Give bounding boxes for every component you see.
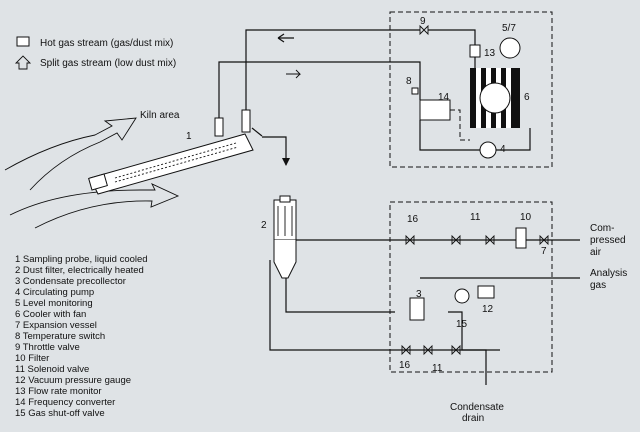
compressed-air-label-2: pressed: [590, 235, 626, 246]
filter-outlet-line: [285, 278, 395, 313]
solenoid-valve-top-2-icon: [485, 234, 495, 246]
lower-gas-flow-arrow-icon: [9, 183, 180, 229]
callout-2: 2: [261, 220, 267, 231]
callout-6: 6: [524, 92, 530, 103]
callout-3: 3: [416, 289, 422, 300]
callout-11-top: 11: [470, 212, 481, 223]
callout-5-7: 5/7: [502, 23, 516, 34]
hot-gas-legend-label: Hot gas stream (gas/dust mix): [40, 38, 173, 49]
return-flow-arrow-icon: [277, 33, 294, 43]
dust-filter: [273, 195, 297, 279]
component-4: 4 Circulating pump: [15, 287, 94, 298]
level-monitor: [499, 37, 521, 59]
callout-16-top: 16: [407, 214, 419, 225]
component-15: 15 Gas shut-off valve: [15, 408, 105, 419]
callout-9: 9: [420, 16, 426, 27]
vacuum-gauge: [454, 288, 470, 304]
lower-cabinet: [389, 201, 553, 373]
callout-11-bottom: 11: [432, 363, 443, 374]
kiln-area-label: Kiln area: [140, 110, 180, 121]
compressed-air-label-3: air: [590, 247, 602, 258]
condensate-drain-label-2: drain: [462, 413, 484, 424]
sampling-probe: [88, 109, 263, 195]
split-flow-arrow-icon: [286, 69, 302, 79]
component-7: 7 Expansion vessel: [15, 320, 97, 331]
temperature-switch: [411, 87, 419, 95]
callout-16-bottom: 16: [399, 360, 411, 371]
component-10: 10 Filter: [15, 353, 49, 364]
analysis-gas-label-1: Analysis: [590, 268, 627, 279]
valve-7-icon: [539, 234, 549, 246]
component-list: 1 Sampling probe, liquid cooled 2 Dust f…: [15, 254, 148, 419]
callout-15: 15: [456, 319, 468, 330]
return-line: [245, 29, 395, 110]
hot-gas-legend-swatch: [16, 36, 30, 47]
pressure-gauge-display: [477, 285, 495, 299]
throttle-valve-icon: [419, 24, 429, 36]
filter-drain-line: [269, 260, 395, 351]
callout-1: 1: [186, 131, 192, 142]
solenoid-valve-top-1-icon: [451, 234, 461, 246]
component-11: 11 Solenoid valve: [15, 364, 89, 375]
condensate-precollector: [409, 297, 425, 321]
component-1: 1 Sampling probe, liquid cooled: [15, 254, 148, 265]
split-gas-legend-arrow-icon: [14, 55, 32, 70]
split-gas-legend-label: Split gas stream (low dust mix): [40, 58, 176, 69]
component-3: 3 Condensate precollector: [15, 276, 126, 287]
component-8: 8 Temperature switch: [15, 331, 105, 342]
callout-12: 12: [482, 304, 494, 315]
flow-down-arrow-icon: [282, 158, 290, 166]
condensate-drain-label-1: Condensate: [450, 402, 504, 413]
callout-13: 13: [484, 48, 496, 59]
component-14: 14 Frequency converter: [15, 397, 115, 408]
flow-rate-monitor: [469, 44, 481, 58]
circulating-pump: [479, 141, 497, 159]
solenoid-valve-bottom-1-icon: [423, 344, 433, 356]
component-2: 2 Dust filter, electrically heated: [15, 265, 144, 276]
valve-16-bottom-icon: [401, 344, 411, 356]
callout-14: 14: [438, 92, 450, 103]
upper-gas-flow-arrow-icon: [4, 117, 137, 191]
analysis-gas-label-2: gas: [590, 280, 606, 291]
upper-cabinet: [389, 11, 553, 168]
probe-to-filter-line: [262, 136, 287, 165]
split-gas-line: [218, 61, 395, 118]
solenoid-valve-bottom-2-icon: [451, 344, 461, 356]
frequency-converter: [419, 99, 451, 121]
component-13: 13 Flow rate monitor: [15, 386, 102, 397]
callout-10: 10: [520, 212, 532, 223]
compressed-air-label-1: Com-: [590, 223, 614, 234]
callout-7: 7: [541, 246, 547, 257]
component-9: 9 Throttle valve: [15, 342, 80, 353]
fan-icon: [479, 82, 511, 114]
filter-unit: [515, 227, 527, 249]
callout-8: 8: [406, 76, 412, 87]
callout-4: 4: [500, 144, 506, 155]
valve-16-top-icon: [405, 234, 415, 246]
component-12: 12 Vacuum pressure gauge: [15, 375, 131, 386]
component-5: 5 Level monitoring: [15, 298, 93, 309]
component-6: 6 Cooler with fan: [15, 309, 86, 320]
